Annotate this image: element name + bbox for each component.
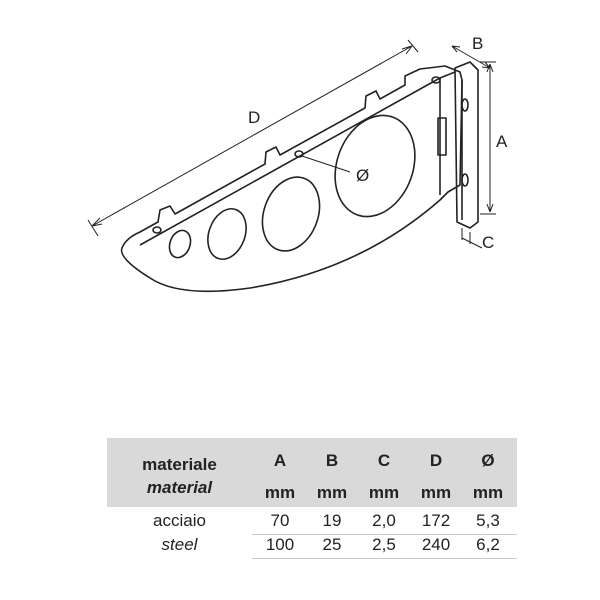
wall-plate [454,61,479,229]
row-divider [252,534,517,535]
label-d: D [248,108,261,127]
col-c: C [377,451,391,470]
cell: 2,0 [372,511,396,530]
cell: 100 [265,535,295,554]
material-header-it: materiale [142,455,217,474]
unit-a: mm [264,483,296,502]
cell: 25 [322,535,342,554]
label-diameter: Ø [356,166,370,185]
col-d: D [429,451,443,470]
row-divider [252,558,517,559]
col-b: B [325,451,339,470]
col-a: A [273,451,287,470]
cell: 70 [270,511,290,530]
unit-dia: mm [472,483,504,502]
material-header-en: material [146,478,213,497]
label-c: C [482,233,495,252]
bracket-outline [120,65,463,293]
cell: 19 [322,511,342,530]
label-a: A [496,132,508,151]
material-it: acciaio [153,511,206,530]
unit-d: mm [420,483,452,502]
col-dia: Ø [481,451,495,470]
dimensions-table: materiale material A B C D Ø mm mm mm mm… [107,438,517,559]
cell: 5,3 [476,511,500,530]
table-header: materiale material A B C D Ø mm mm mm mm… [107,438,517,507]
table-row: steel 100 25 2,5 240 6,2 [107,535,517,559]
cell: 2,5 [372,535,396,554]
table-row: acciaio 70 19 2,0 172 5,3 [107,511,517,535]
label-b: B [472,34,484,53]
cell: 6,2 [476,535,500,554]
material-en: steel [161,535,198,554]
unit-b: mm [316,483,348,502]
cell: 172 [421,511,451,530]
unit-c: mm [368,483,400,502]
cell: 240 [421,535,451,554]
